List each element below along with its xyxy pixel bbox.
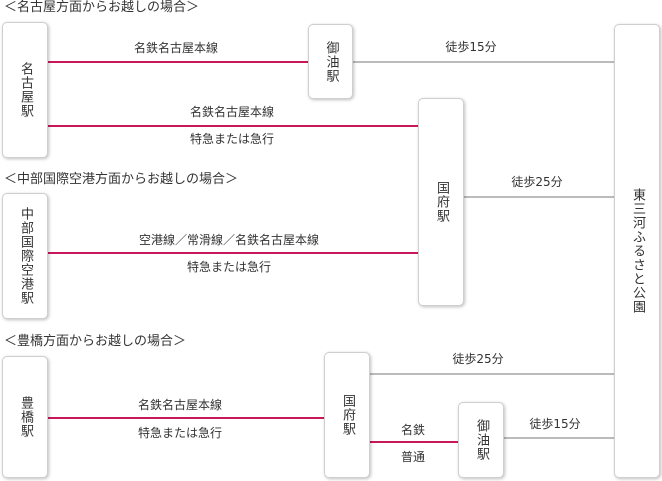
station-centrair: 中部国際空港駅 — [2, 193, 48, 319]
station-toyohashi: 豊橋駅 — [2, 356, 48, 478]
label-nagoya-goyu-line: 名鉄名古屋本線 — [133, 41, 219, 55]
destination-higashimikawa-furusato-park: 東三河ふるさと公園 — [614, 24, 660, 478]
label-centrair-line: 空港線／常滑線／名鉄名古屋本線 — [138, 233, 320, 247]
heading-from-centrair: ＜中部国際空港方面からお越しの場合＞ — [4, 172, 239, 187]
rail-kou-goyu — [370, 441, 458, 443]
label-centrair-train: 特急または急行 — [186, 260, 272, 274]
rail-centrair-kou — [48, 252, 418, 254]
label-nagoya-kou-train: 特急または急行 — [189, 132, 275, 146]
label-kou-goyu-train: 普通 — [400, 450, 426, 464]
station-kou-middle: 国府駅 — [418, 98, 464, 306]
station-toyohashi-label: 豊橋駅 — [18, 396, 33, 438]
station-goyu-bottom: 御油駅 — [458, 402, 504, 478]
station-centrair-label: 中部国際空港駅 — [18, 207, 33, 305]
label-toyohashi-train: 特急または急行 — [137, 426, 223, 440]
station-kou-bottom-label: 国府駅 — [340, 394, 355, 436]
label-nagoya-kou-line: 名鉄名古屋本線 — [189, 105, 275, 119]
destination-park-label: 東三河ふるさと公園 — [630, 188, 645, 314]
label-kou-goyu-line: 名鉄 — [400, 423, 426, 437]
rail-nagoya-goyu — [48, 61, 308, 63]
station-goyu-top-label: 御油駅 — [323, 40, 339, 83]
walk-goyu-park — [353, 61, 614, 63]
station-goyu-top: 御油駅 — [308, 24, 353, 99]
station-nagoya-label: 名古屋駅 — [18, 62, 33, 118]
heading-from-toyohashi: ＜豊橋方面からお越しの場合＞ — [4, 334, 187, 349]
label-toyohashi-walk: 徒歩25分 — [452, 352, 504, 366]
rail-toyohashi-kou — [48, 417, 324, 419]
walk-kou-bottom-park — [370, 373, 614, 375]
rail-nagoya-kou — [48, 125, 418, 127]
station-goyu-bottom-label: 御油駅 — [474, 419, 489, 461]
label-goyu-walk: 徒歩15分 — [445, 40, 497, 54]
walk-goyu-bottom-park — [504, 437, 614, 439]
label-toyohashi-line: 名鉄名古屋本線 — [137, 398, 223, 412]
station-nagoya: 名古屋駅 — [2, 22, 48, 158]
label-goyu-bottom-walk: 徒歩15分 — [529, 417, 581, 431]
station-kou-bottom: 国府駅 — [324, 352, 370, 478]
walk-kou-park — [464, 196, 614, 198]
heading-from-nagoya: ＜名古屋方面からお越しの場合＞ — [4, 0, 200, 15]
label-kou-walk: 徒歩25分 — [511, 175, 563, 189]
station-kou-middle-label: 国府駅 — [434, 181, 449, 223]
